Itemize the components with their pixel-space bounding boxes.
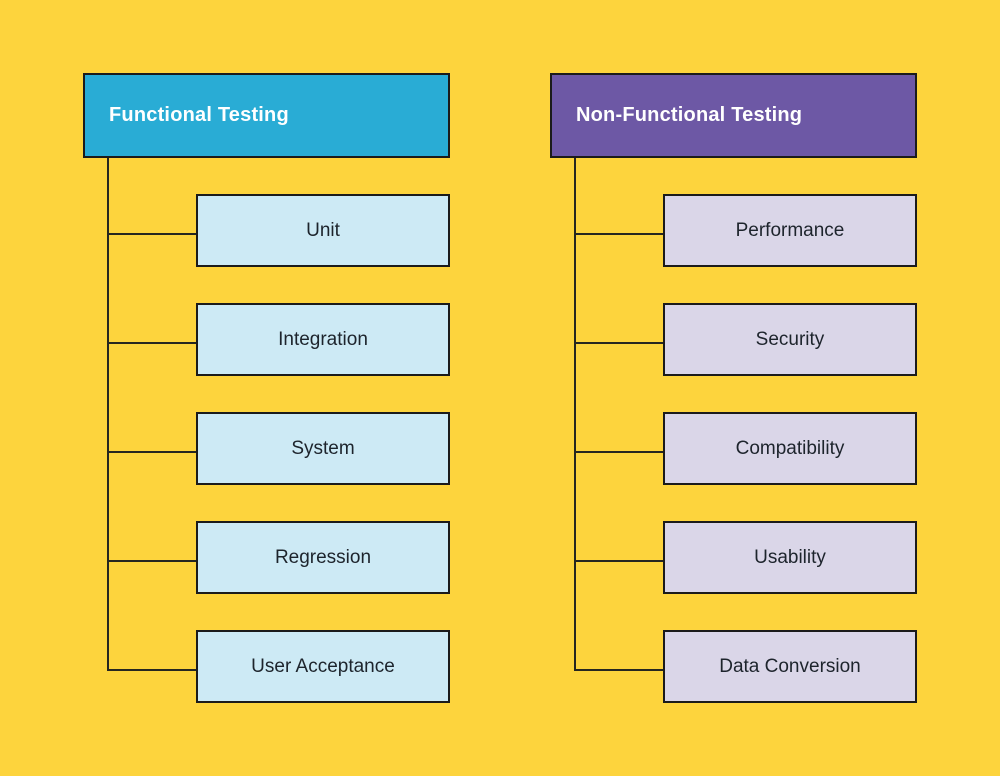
node-regression: Regression	[196, 521, 450, 594]
node-system: System	[196, 412, 450, 485]
node-system-label: System	[291, 437, 355, 459]
branch-connector	[107, 342, 196, 344]
branch-connector	[107, 451, 196, 453]
node-unit-label: Unit	[306, 219, 340, 241]
non-functional-testing-header: Non-Functional Testing	[550, 73, 917, 158]
branch-connector	[574, 233, 663, 235]
node-security: Security	[663, 303, 917, 376]
non-functional-testing-title: Non-Functional Testing	[576, 104, 803, 126]
node-regression-label: Regression	[274, 546, 372, 568]
node-security-label: Security	[755, 328, 825, 350]
branch-connector	[574, 342, 663, 344]
node-usability: Usability	[663, 521, 917, 594]
node-data-conversion-label: Data Conversion	[719, 655, 861, 677]
branch-connector	[574, 560, 663, 562]
functional-testing-header: Functional Testing	[83, 73, 450, 158]
node-data-conversion: Data Conversion	[663, 630, 917, 703]
branch-connector	[107, 233, 196, 235]
branch-connector	[107, 560, 196, 562]
functional-testing-title: Functional Testing	[109, 104, 289, 126]
functional-trunk-connector	[107, 158, 109, 671]
node-user-acceptance: User Acceptance	[196, 630, 450, 703]
node-compatibility: Compatibility	[663, 412, 917, 485]
node-usability-label: Usability	[754, 546, 826, 568]
node-compatibility-label: Compatibility	[735, 437, 845, 459]
node-integration-label: Integration	[278, 328, 368, 350]
node-performance-label: Performance	[735, 219, 845, 241]
node-integration: Integration	[196, 303, 450, 376]
non-functional-trunk-connector	[574, 158, 576, 671]
branch-connector	[574, 451, 663, 453]
branch-connector	[107, 669, 196, 671]
branch-connector	[574, 669, 663, 671]
node-user-acceptance-label: User Acceptance	[251, 655, 395, 677]
node-performance: Performance	[663, 194, 917, 267]
node-unit: Unit	[196, 194, 450, 267]
